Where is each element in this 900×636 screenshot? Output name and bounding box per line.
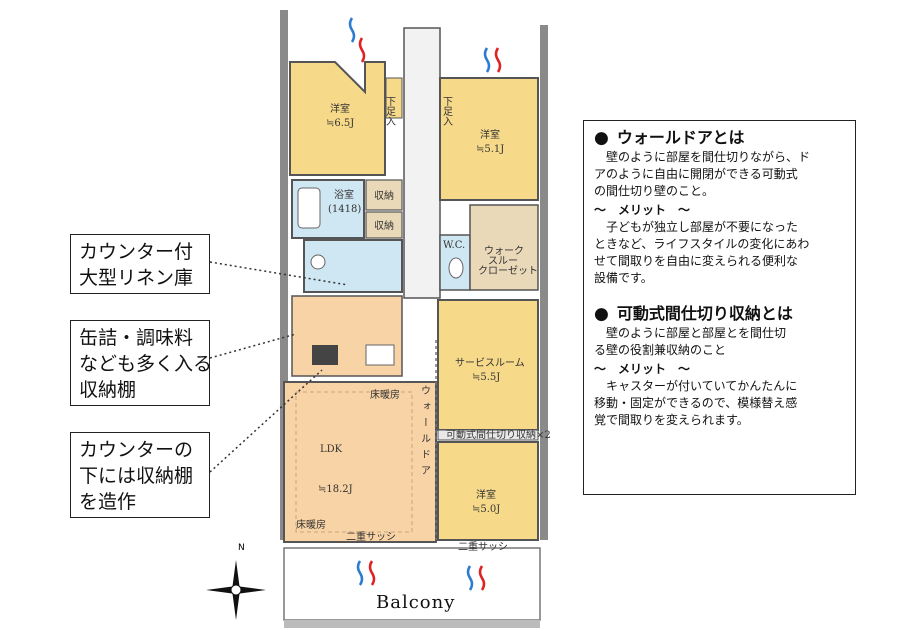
sash-a-label: 二重サッシ [346,530,396,543]
western2-name: 洋室 [480,128,500,141]
western2-size: ≒5.1J [476,144,504,155]
walkthrough-line2: スルー [488,256,518,267]
floor-heat-top: 床暖房 [370,388,400,401]
bullet-icon: ● [594,304,609,324]
info-p3-l1: 壁のように部屋と部屋とを間仕切 [606,326,787,340]
info-p4-l3: 覚で間取りを変えられます。 [594,413,749,427]
room-western-1 [289,61,386,176]
callout-counter-line1: カウンターの [79,439,194,461]
service-room [437,299,539,431]
movable-storage-label: 可動式間仕切り収納×2 [446,428,551,441]
info-p4-l2: 移動・固定ができるので、模様替え感 [594,396,798,410]
info-heading-movable: ● 可動式間仕切り収納とは [594,303,845,325]
info-p2-l4: 設備です。 [594,271,653,285]
washbasin [310,254,326,270]
compass-icon [206,560,266,620]
compass-north: N [238,543,245,553]
service-name: サービスルーム [455,357,525,369]
western3-size: ≒5.0J [472,504,500,515]
walkthrough-closet [469,204,539,291]
callout-leaders [209,261,349,473]
movable-storage [437,429,539,441]
balcony-label: Balcony [376,592,456,613]
info-p3-l2: る壁の役割兼収納のこと [594,343,727,357]
walkthrough-line1: ウォーク [484,245,524,257]
info-p1-l3: の間仕切り壁のこと。 [594,184,715,198]
info-panel: ● ウォールドアとは 壁のように部屋を間仕切りながら、ド アのように自由に開閉がで… [583,120,856,495]
toilet [448,257,464,279]
info-heading-walldoor-text: ウォールドアとは [616,128,745,147]
storage-a-label: 収納 [374,189,394,202]
storage-a-room [365,179,403,211]
sink [365,344,395,366]
storage-b-label: 収納 [374,219,394,232]
info-p2-l1: 子どもが独立し部屋が不要になった [606,220,799,234]
wc-label: W.C. [443,240,465,251]
callout-counter: カウンターの 下には収納棚 を造作 [70,432,210,518]
bath-size: (1418) [328,204,361,215]
callout-counter-line3: を造作 [79,491,137,513]
balcony-area [283,547,541,621]
balcony-rail [284,620,540,628]
stove [312,345,338,365]
entrance-hall [403,27,441,299]
walkthrough-line3: クローゼット [478,265,538,277]
ldk-size: ≒18.2J [318,484,353,495]
western1-size: ≒6.5J [326,118,354,129]
callout-linen-line2: 大型リネン庫 [79,267,194,289]
shoebox-left [385,77,403,119]
floor-heating-zone [295,391,413,533]
shoebox-b-label: 下足入 [441,96,453,126]
callout-counter-line2: 下には収納棚 [79,465,194,487]
callout-pantry-line1: 缶詰・調味料 [79,327,194,349]
info-p1-l2: アのように自由に開閉ができる可動式 [594,167,798,181]
walldoor-label: ウォールドア [419,385,431,481]
info-merit-2: ～ メリット ～ [594,362,691,376]
floor-heat-bottom: 床暖房 [296,518,326,531]
ldk-name: LDK [320,444,343,455]
bathtub [297,187,321,229]
service-size: ≒5.5J [472,372,500,383]
shoebox-a-label: 下足入 [384,96,396,126]
western1-name: 洋室 [330,102,350,115]
info-p1-l1: 壁のように部屋を間仕切りながら、ド [606,150,811,164]
ldk-room [283,381,437,543]
info-heading-walldoor: ● ウォールドアとは [594,127,845,149]
bath-name: 浴室 [334,188,354,201]
callout-pantry-line2: なども多く入る [79,353,213,375]
bullet-icon: ● [594,128,609,148]
room-western-2 [439,77,539,201]
info-p2-l2: ときなど、ライフスタイルの変化にあわ [594,237,810,251]
room-western-3 [437,441,539,541]
callout-pantry-line3: 収納棚 [79,379,137,401]
info-p4-l1: キャスターが付いていてかんたんに [606,379,798,393]
airflow-icon [348,17,502,591]
callout-linen-line1: カウンター付 [79,241,194,263]
storage-b-room [365,211,403,239]
callout-pantry: 缶詰・調味料 なども多く入る 収納棚 [70,320,213,406]
info-heading-movable-text: 可動式間仕切り収納とは [616,304,793,323]
callout-linen: カウンター付 大型リネン庫 [70,234,210,294]
info-merit-1: ～ メリット ～ [594,203,691,217]
sash-b-label: 二重サッシ [458,540,508,553]
western3-name: 洋室 [476,488,496,501]
info-p2-l3: せて間取りを自由に変えられる便利な [594,254,799,268]
